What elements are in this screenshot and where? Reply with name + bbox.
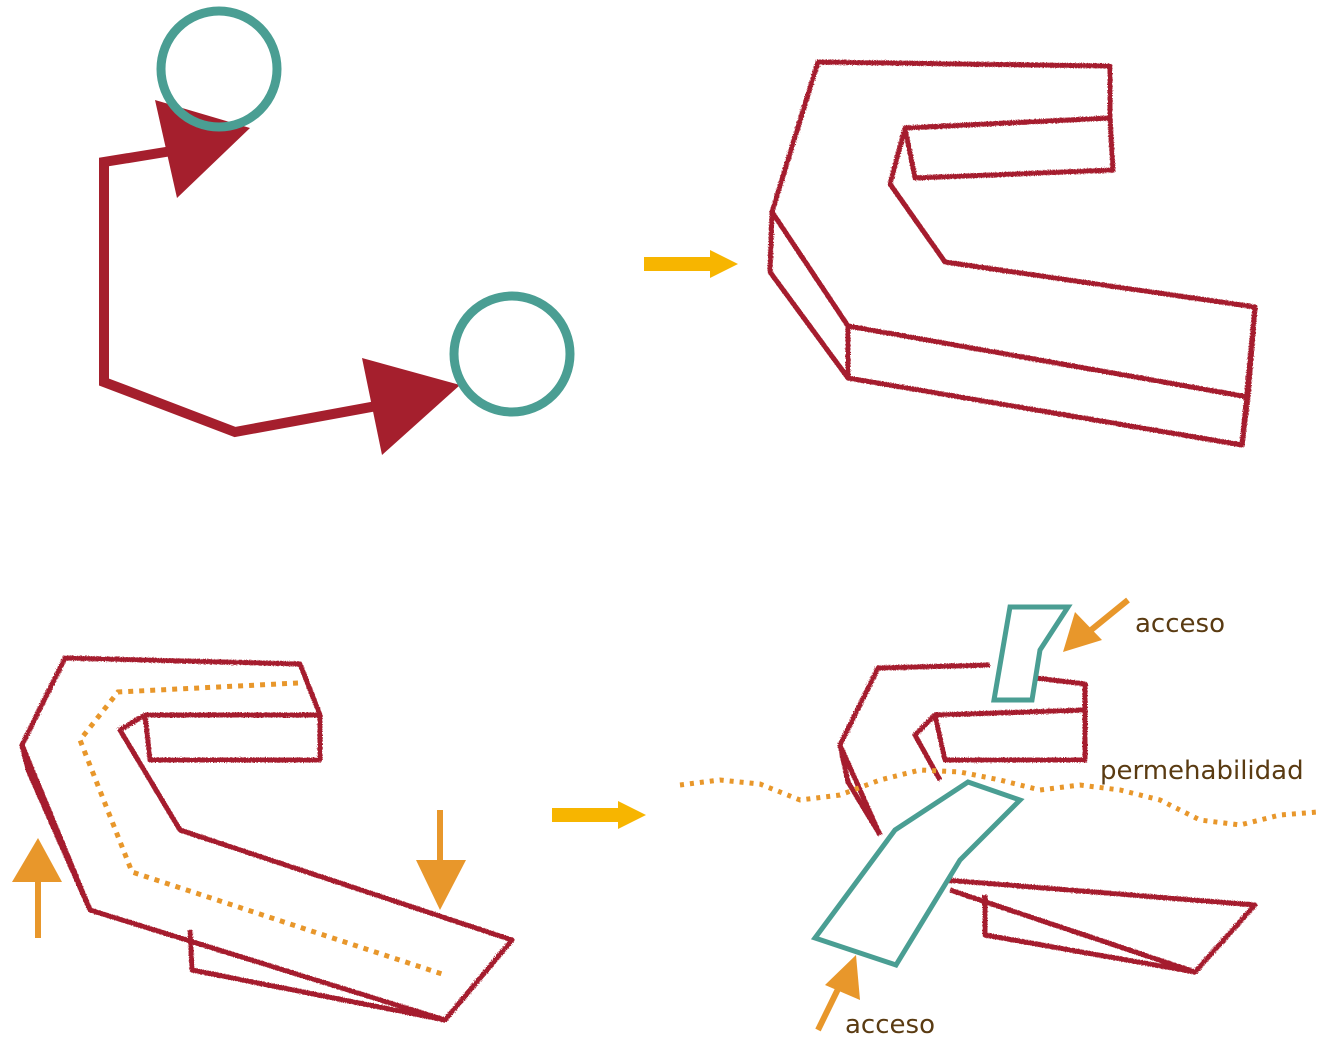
- volume-top-face: [769, 59, 1258, 400]
- access-volume-outline: [837, 662, 991, 837]
- destination-circle-top: [156, 6, 282, 132]
- panel-circulation: [19, 655, 515, 1023]
- destination-circle-bottom: [449, 291, 575, 417]
- circulation-dotted-path: [77, 680, 446, 978]
- panel-building-volume: [767, 59, 1258, 448]
- access-bridge-top: [991, 604, 1073, 703]
- arrowhead-bottom-icon: [362, 358, 460, 455]
- panel-movement: [99, 6, 575, 455]
- transition-arrow-icon: [644, 250, 738, 278]
- access-label-bottom: acceso: [845, 1010, 935, 1040]
- access-label-top: acceso: [1135, 609, 1225, 639]
- down-arrow-icon: [416, 810, 466, 910]
- panel-access: acceso permehabilidad acceso: [679, 597, 1319, 1040]
- movement-path: [99, 143, 421, 438]
- up-arrow-icon: [12, 838, 62, 938]
- arrowhead-top-icon: [155, 100, 250, 198]
- circulation-volume-side: [19, 744, 93, 912]
- transition-arrow-icon: [552, 801, 646, 829]
- access-arrow-bottom-icon: [815, 955, 860, 1032]
- volume-inner-side: [902, 117, 1116, 181]
- permeability-label: permehabilidad: [1100, 756, 1304, 786]
- access-bridge-bottom: [810, 779, 1025, 969]
- access-arrow-top-icon: [1063, 597, 1130, 652]
- volume-side-left: [767, 211, 851, 381]
